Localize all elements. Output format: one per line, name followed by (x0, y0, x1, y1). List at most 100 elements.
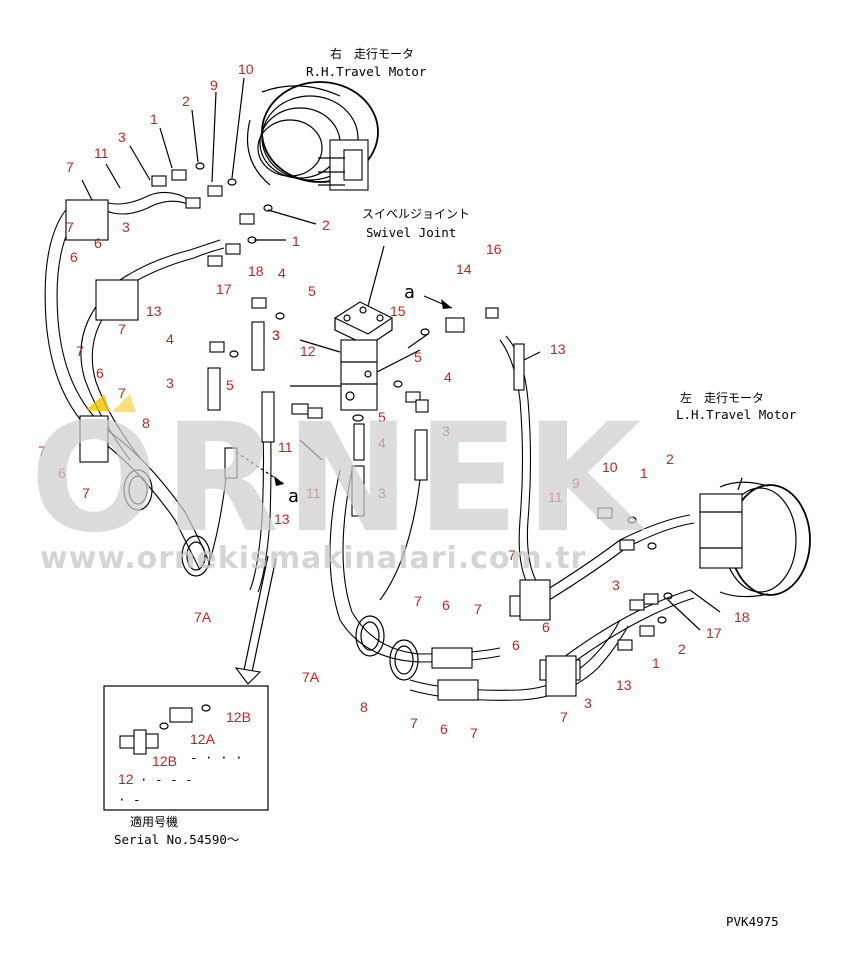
callout-53: 3 (612, 577, 620, 593)
rh-motor-label-en: R.H.Travel Motor (306, 64, 427, 79)
callout-59: 1 (652, 655, 660, 671)
swivel-label-jp: スイベルジョイント (362, 207, 470, 221)
callout-2: 11 (94, 145, 109, 161)
callout-7: 10 (238, 61, 254, 77)
callout-60: 13 (616, 677, 632, 693)
callout-50: 9 (572, 475, 580, 491)
callout-66: 7A (302, 669, 320, 685)
callout-3: 3 (118, 129, 126, 145)
inset-dash-3: · - (118, 792, 141, 807)
callout-8: 3 (122, 219, 130, 235)
rh-travel-motor (246, 81, 379, 191)
callout-31: 6 (96, 365, 104, 381)
callout-24: 13 (550, 341, 566, 357)
callout-14: 6 (94, 235, 102, 251)
callout-46: 7A (194, 609, 212, 625)
callout-36: 6 (58, 465, 66, 481)
watermark-brand: ORNEK (30, 392, 647, 566)
callout-45: 13 (274, 511, 290, 527)
callout-52: 7 (508, 547, 516, 563)
callout-37: 7 (82, 485, 90, 501)
callout-55: 6 (512, 637, 520, 653)
inset-detail-box (103, 685, 269, 811)
callout-9: 2 (322, 217, 330, 233)
callout-47: 10 (602, 459, 618, 475)
callout-30: 3 (166, 375, 174, 391)
callout-22: 16 (486, 241, 502, 257)
lh-travel-motor (699, 477, 811, 598)
callout-27: 12 (300, 343, 316, 359)
inset-dash-2: · - - - (140, 772, 193, 787)
callout-38: 3 (272, 327, 280, 343)
view-a-marker-top: a (404, 282, 415, 303)
callout-65: 7 (474, 601, 482, 617)
callout-35: 7 (38, 443, 46, 459)
callout-34: 7 (118, 385, 126, 401)
view-a-marker-mid: a (288, 486, 299, 507)
callout-13: 7 (66, 219, 74, 235)
callout-64: 6 (442, 597, 450, 613)
small-fittings (151, 162, 673, 651)
callout-1: 7 (66, 159, 74, 175)
callout-70: 7 (470, 725, 478, 741)
hose-brackets (65, 199, 577, 697)
watermark-url: www.ornekismakinalari.com.tr (40, 541, 586, 576)
callout-29: 4 (444, 369, 452, 385)
serial-label-jp: 適用号機 (130, 814, 178, 829)
callout-26: 5 (226, 377, 234, 393)
callout-58: 2 (678, 641, 686, 657)
rh-motor-label-jp: 右 走行モータ (330, 46, 414, 61)
callout-43: 11 (306, 485, 321, 501)
callout-62: 7 (560, 709, 568, 725)
callout-40: 5 (378, 409, 386, 425)
callout-72: 12A (190, 731, 216, 747)
lh-motor-label-en: L.H.Travel Motor (676, 407, 797, 422)
callout-39: 11 (278, 439, 293, 455)
lh-motor-label-jp: 左 走行モータ (680, 390, 764, 405)
drawing-code: PVK4975 (726, 914, 779, 929)
callout-68: 7 (410, 715, 418, 731)
watermark-accent-icon (86, 394, 110, 412)
callout-12: 17 (216, 281, 232, 297)
callout-4: 1 (150, 111, 158, 127)
callout-numbers: 7 11 3 1 2 9 10 3 2 1 18 17 7 6 6 13 7 4… (38, 61, 750, 787)
callout-16: 13 (146, 303, 162, 319)
callout-25: 4 (166, 331, 174, 347)
swivel-label-en: Swivel Joint (366, 225, 456, 240)
callout-23: 15 (390, 303, 406, 319)
callout-5: 2 (182, 93, 190, 109)
callout-15: 6 (70, 249, 78, 265)
watermark: ORNEK www.ornekismakinalari.com.tr (30, 392, 647, 576)
serial-label-en: Serial No.54590～ (114, 832, 239, 847)
callout-41: 4 (378, 435, 386, 451)
callout-63: 7 (414, 593, 422, 609)
callout-32: 7 (76, 343, 84, 359)
callout-42: 3 (442, 423, 450, 439)
callout-20: 3 (272, 327, 280, 343)
callout-10: 1 (292, 233, 300, 249)
hose-fittings (207, 321, 525, 517)
callout-71: 12B (226, 709, 251, 725)
callout-69: 6 (440, 721, 448, 737)
callout-28: 5 (414, 349, 422, 365)
callout-48: 1 (640, 465, 648, 481)
callout-17: 7 (118, 321, 126, 337)
swivel-joint (290, 301, 421, 411)
callout-21: 14 (456, 261, 472, 277)
callout-6: 9 (210, 77, 218, 93)
callout-18: 4 (278, 265, 286, 281)
callout-33: 8 (142, 415, 150, 431)
callout-51: 11 (548, 489, 563, 505)
callout-61: 3 (584, 695, 592, 711)
callout-49: 2 (666, 451, 674, 467)
callout-57: 17 (706, 625, 722, 641)
callout-19: 5 (308, 283, 316, 299)
callout-74: 12 (118, 771, 134, 787)
inset-dash-1: - · · · (190, 750, 243, 765)
callout-54: 6 (542, 619, 550, 635)
callout-67: 8 (360, 699, 368, 715)
callout-56: 18 (734, 609, 750, 625)
callout-11: 18 (248, 263, 264, 279)
leader-lines (81, 77, 721, 631)
